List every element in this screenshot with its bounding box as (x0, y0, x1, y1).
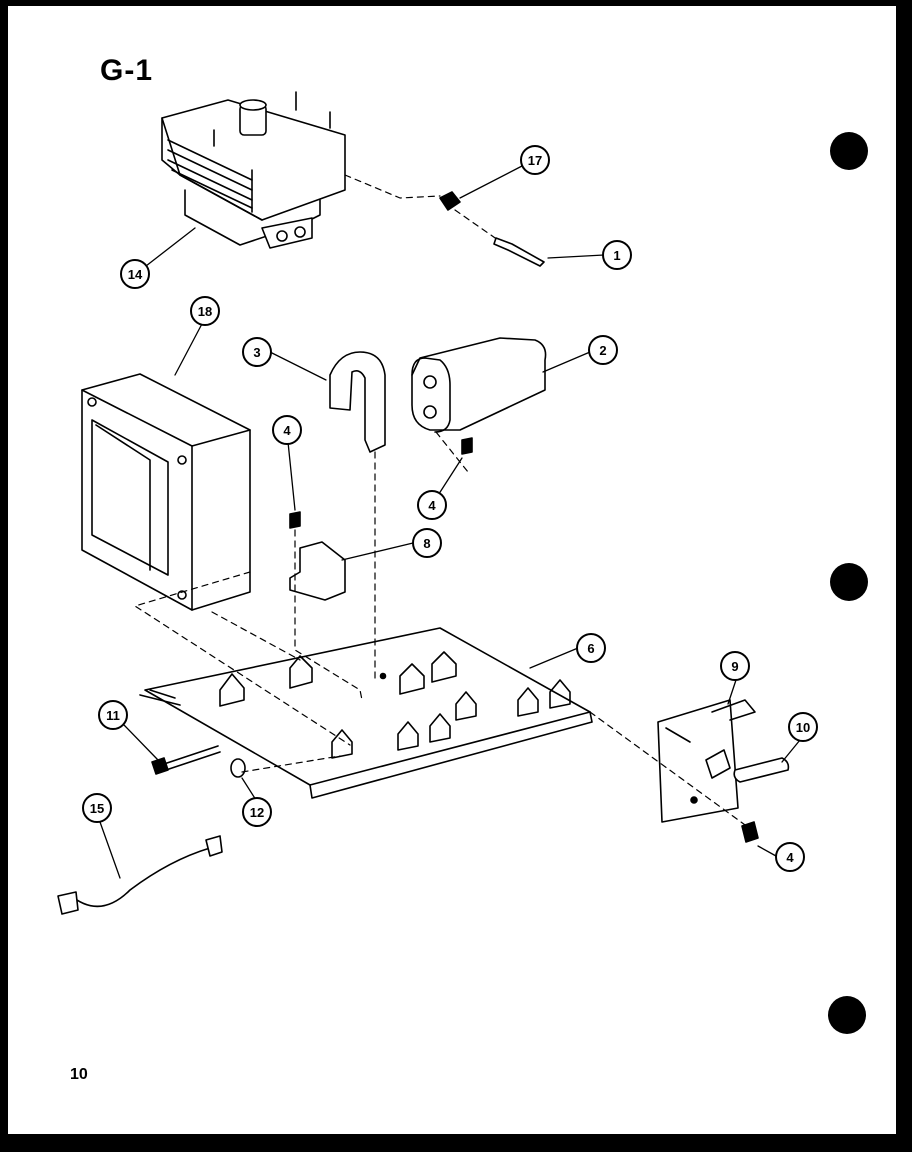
punch-hole-bottom (828, 996, 866, 1034)
wire-part (69, 847, 211, 908)
washer-part (230, 758, 246, 778)
callout-circles (82, 145, 818, 872)
wire-terminal (205, 835, 223, 857)
callout-6: 6 (587, 641, 594, 656)
base-plate-part (139, 627, 593, 799)
screw-part (741, 821, 759, 843)
assembly-lines (134, 174, 753, 831)
callout-10: 10 (796, 720, 810, 735)
capacitor-part (411, 337, 547, 433)
magnetron-part (161, 91, 346, 249)
callout-9: 9 (731, 659, 738, 674)
fuse-part (733, 757, 790, 783)
callout-18: 18 (198, 304, 212, 319)
punch-hole-middle (830, 563, 868, 601)
callout-14: 14 (128, 267, 143, 282)
bolt-head (151, 757, 169, 775)
clip-part (439, 191, 461, 211)
callout-11: 11 (106, 708, 120, 723)
callout-8: 8 (423, 536, 430, 551)
callout-1: 1 (613, 248, 620, 263)
page-number: 10 (70, 1066, 88, 1083)
callout-12: 12 (250, 805, 264, 820)
callout-15: 15 (90, 801, 104, 816)
callout-4-lower: 4 (786, 850, 794, 865)
screw-part (289, 511, 301, 529)
switch-part (289, 541, 346, 601)
probe-part (493, 237, 545, 267)
screw-part (461, 437, 473, 455)
transformer-part (81, 373, 251, 611)
callout-17: 17 (528, 153, 542, 168)
bracket-part (329, 351, 386, 453)
callout-4-upper-left: 4 (283, 423, 291, 438)
callout-2: 2 (599, 343, 606, 358)
bolt-thread (163, 745, 221, 771)
page-title: G-1 (100, 54, 154, 87)
callout-3: 3 (253, 345, 260, 360)
callout-4-upper-right: 4 (428, 498, 436, 513)
fuse-board-part (657, 699, 756, 823)
punch-hole-top (830, 132, 868, 170)
leader-lines (99, 165, 801, 879)
wire-terminal (57, 891, 79, 915)
